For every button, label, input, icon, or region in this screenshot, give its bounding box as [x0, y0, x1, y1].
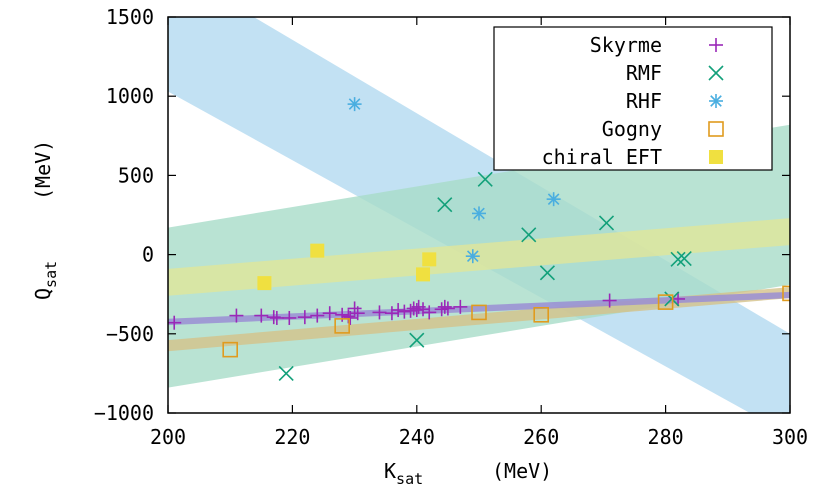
y-axis-label-sub: sat — [42, 261, 60, 288]
y-axis-label-main: Q — [31, 288, 55, 300]
data-point — [602, 293, 617, 308]
data-point — [350, 306, 365, 321]
data-point — [278, 365, 294, 381]
x-tick-label: 300 — [772, 425, 808, 449]
data-point — [422, 305, 437, 320]
data-point — [229, 308, 244, 323]
data-point — [670, 251, 686, 267]
legend-item: RHF — [626, 89, 723, 113]
y-axis-label: Qsat — [31, 261, 60, 300]
y-tick-label: 1000 — [106, 84, 154, 108]
axis-ticks: 200 220 240 260 280 300 −1000 −500 0 500 1000 1500 — [94, 5, 808, 449]
data-point — [310, 308, 325, 323]
data-point — [347, 97, 362, 112]
data-point — [465, 249, 480, 264]
data-point — [334, 318, 350, 334]
data-point — [477, 171, 493, 187]
x-tick-label: 280 — [648, 425, 684, 449]
data-point — [440, 301, 455, 316]
data-point — [168, 315, 182, 330]
x-tick-label: 240 — [399, 425, 435, 449]
legend-item: chiral EFT — [542, 145, 723, 169]
x-axis-label: Ksat (MeV) — [384, 459, 552, 488]
data-point — [343, 310, 358, 325]
legend-item: Gogny — [602, 117, 724, 141]
legend-label: RHF — [626, 89, 662, 113]
data-point — [598, 215, 615, 231]
data-point — [322, 306, 337, 321]
legend-marker — [709, 150, 723, 164]
data-point — [384, 306, 399, 321]
x-tick-label: 260 — [523, 425, 559, 449]
plot-frame — [167, 16, 791, 414]
x-tick-label: 200 — [150, 425, 186, 449]
data-point — [676, 250, 692, 267]
data-point — [372, 305, 387, 320]
data-point — [657, 294, 674, 310]
y-tick-label: −500 — [106, 322, 154, 346]
data-point — [546, 192, 561, 207]
band-skyrme — [168, 291, 790, 326]
data-point — [310, 243, 325, 258]
svg-text:Qsat: Qsat — [31, 261, 60, 300]
series-chiral-eft — [257, 243, 437, 291]
data-point — [282, 310, 297, 325]
data-point — [222, 341, 238, 358]
y-tick-label: 500 — [118, 163, 154, 187]
y-tick-label: 1500 — [106, 5, 154, 29]
legend-marker — [708, 121, 724, 137]
series-rhf — [347, 97, 561, 264]
legend-item: RMF — [626, 61, 724, 85]
data-point — [409, 332, 425, 348]
series-rmf — [278, 171, 692, 381]
data-point — [269, 310, 284, 325]
y-axis-unit: (MeV) — [31, 140, 55, 200]
data-point — [391, 303, 406, 318]
data-point — [416, 267, 431, 282]
legend-marker — [709, 38, 723, 52]
data-points — [168, 97, 790, 381]
data-point — [416, 302, 431, 317]
x-axis-label-unit: (MeV) — [492, 459, 552, 483]
legend-item: Skyrme — [590, 33, 723, 57]
legend-box — [493, 26, 773, 171]
data-point — [471, 304, 487, 321]
legend-label: Gogny — [602, 117, 662, 141]
x-tick-label: 220 — [274, 425, 310, 449]
data-point — [453, 299, 468, 314]
data-point — [539, 265, 555, 281]
legend-label: chiral EFT — [542, 145, 662, 169]
data-point — [782, 285, 790, 302]
data-point — [422, 252, 437, 267]
data-point — [472, 206, 486, 221]
data-point — [257, 276, 272, 291]
data-point — [437, 299, 452, 314]
x-axis-label-main: K — [384, 459, 396, 483]
y-tick-label: 0 — [142, 243, 154, 267]
series-skyrme — [168, 291, 686, 330]
legend-label: Skyrme — [590, 33, 662, 57]
legend-marker — [708, 65, 724, 81]
data-point — [533, 306, 550, 323]
legend-marker — [709, 94, 723, 108]
data-point — [297, 310, 312, 325]
data-point — [521, 227, 537, 243]
y-axis-label-unit: (MeV) — [31, 140, 55, 200]
data-point — [437, 197, 453, 213]
x-axis-label-sub: sat — [396, 470, 423, 488]
y-tick-label: −1000 — [94, 401, 154, 425]
data-point — [254, 308, 269, 323]
series-gogny — [222, 285, 790, 358]
legend-label: RMF — [626, 61, 662, 85]
